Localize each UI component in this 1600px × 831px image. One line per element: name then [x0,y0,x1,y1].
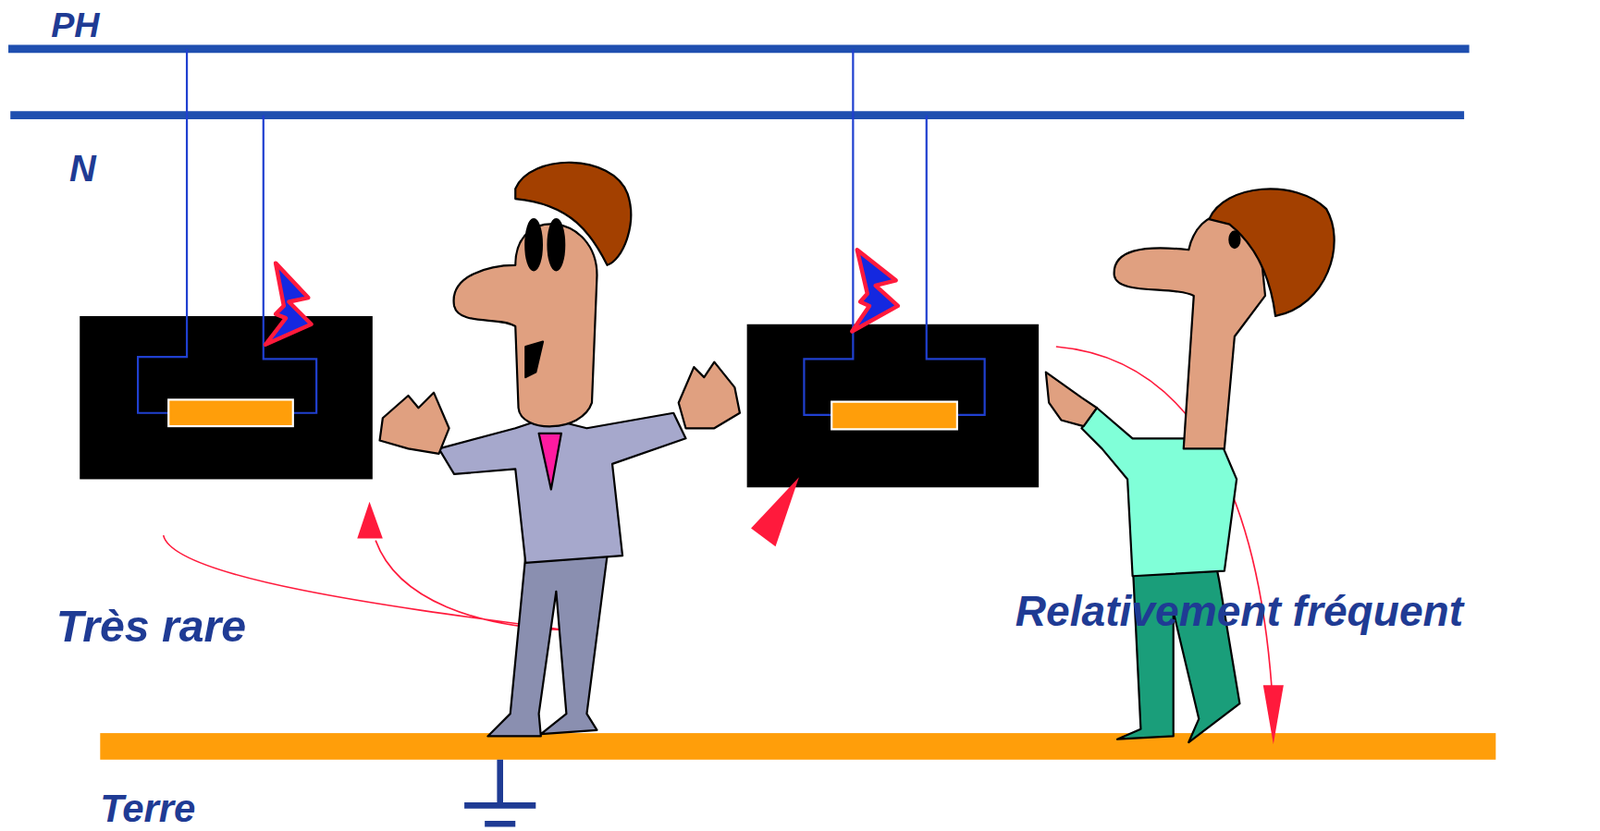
arrowhead [750,477,800,547]
label: Terre [99,789,196,829]
ground-band [99,733,1496,761]
appliance-2 [747,49,1039,488]
man-left [380,162,740,738]
label: N [69,150,97,188]
label: Relativement fréquent [1015,590,1464,633]
label: PH [50,8,99,44]
neutral-line [10,110,1465,120]
current-path [163,346,1274,714]
arrowhead [356,502,383,540]
label: Très rare [56,603,247,649]
appliance-1 [79,49,373,480]
phase-line [8,45,1470,54]
arrowhead [1263,685,1284,745]
earth-symbol [464,760,536,825]
man-right [1046,188,1335,743]
